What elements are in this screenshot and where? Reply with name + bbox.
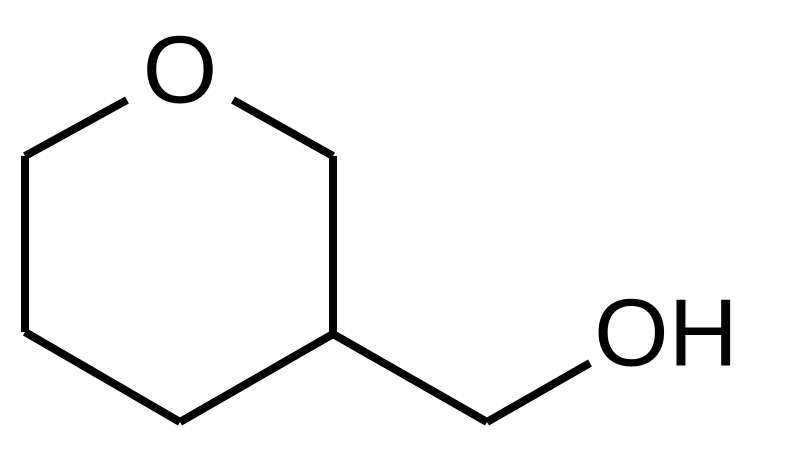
bond-ch2-to-oh (485, 359, 592, 426)
hydroxyl-label: OH (594, 280, 738, 387)
bond-c5-to-ch2 (331, 330, 489, 426)
bond-c4-to-c5 (178, 330, 335, 426)
bond-c6-to-o (231, 96, 335, 160)
ring-oxygen-label: O (143, 17, 218, 124)
bond-o-to-c2 (23, 96, 129, 160)
bond-c3-to-c4 (22, 328, 183, 426)
